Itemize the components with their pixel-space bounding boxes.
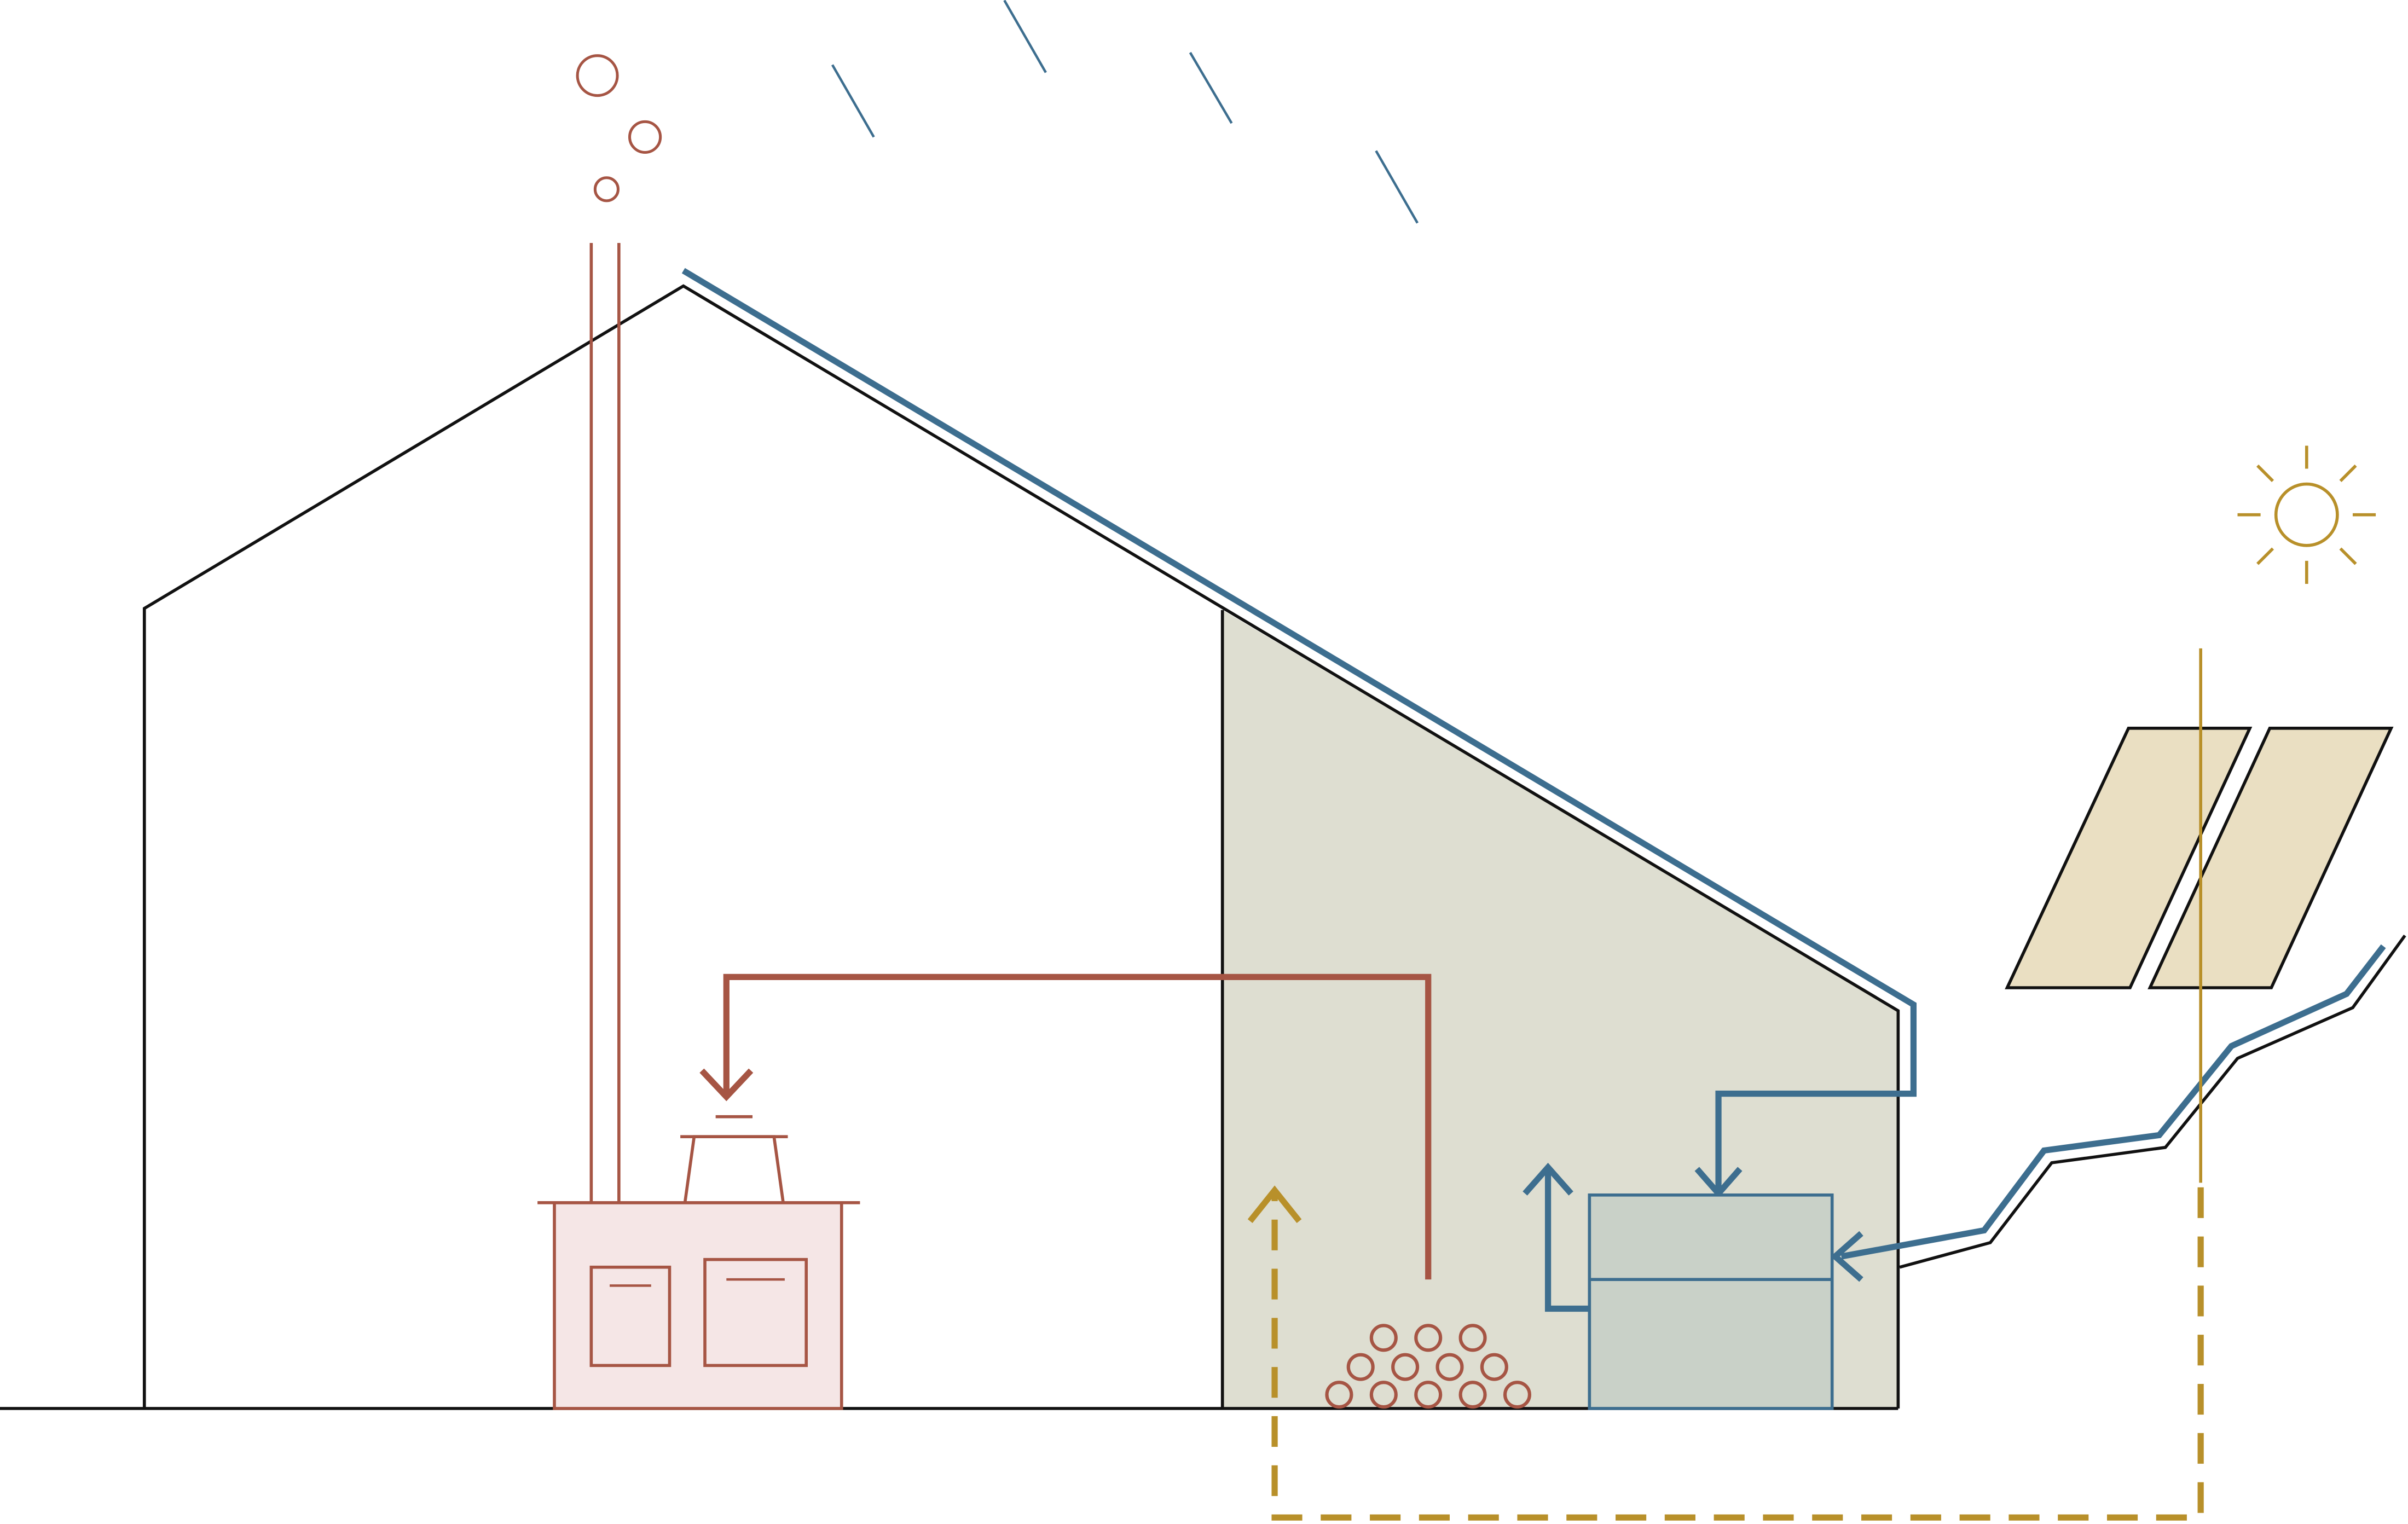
external-supply-pipe	[1840, 944, 2386, 1260]
smoke-bubbles-icon	[576, 54, 662, 202]
solar-underground-line	[1271, 1187, 2204, 1521]
water-tank-icon	[1588, 1193, 1834, 1410]
roof-gutter-pipe	[681, 268, 1917, 1195]
external-supply-outline	[1899, 934, 2406, 1269]
chimney-icon	[589, 243, 621, 1203]
tank-outlet-arrow-icon	[1523, 1162, 1573, 1196]
firewood-feed-arrow-icon	[699, 1068, 754, 1102]
firewood-feed-line	[723, 973, 1432, 1280]
firewood-pile-icon	[1325, 1324, 1531, 1409]
rain-streaks-icon	[831, 0, 1419, 224]
solar-panel-icon	[2005, 726, 2394, 989]
tank-side-arrow-icon	[1830, 1231, 1863, 1282]
sun-icon	[2237, 445, 2376, 584]
stove-pot-icon	[680, 1115, 788, 1203]
solar-feed-arrow-icon	[1247, 1185, 1302, 1224]
stove-icon	[537, 1201, 860, 1410]
tank-outlet-pipe	[1544, 1167, 1590, 1312]
house-outline	[0, 284, 1900, 1410]
